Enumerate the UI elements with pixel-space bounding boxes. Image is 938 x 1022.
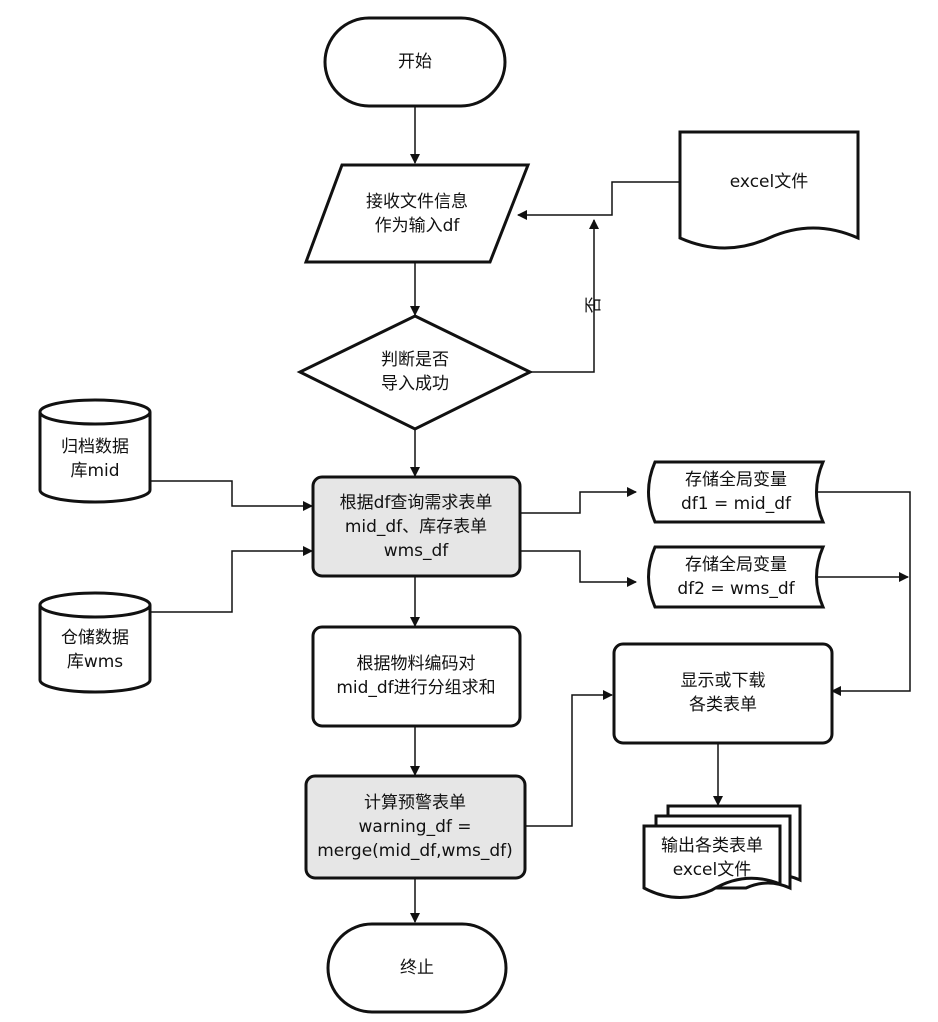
no-label: 否 bbox=[584, 297, 604, 314]
connectors bbox=[150, 106, 911, 923]
node-start-text-line-1: 开始 bbox=[398, 52, 432, 72]
node-input-text: 接收文件信息作为输入df bbox=[366, 192, 468, 236]
node-input-text-line-2: 作为输入df bbox=[375, 216, 461, 236]
node-store1-text-line-1: 存储全局变量 bbox=[685, 470, 787, 490]
node-excel-text: excel文件 bbox=[730, 172, 808, 192]
node-start: 开始 bbox=[323, 16, 507, 108]
arrow-query-to-store1 bbox=[520, 487, 637, 514]
node-group-text-line-2: mid_df进行分组求和 bbox=[336, 678, 495, 698]
node-group: 根据物料编码对 mid_df进行分组求和 bbox=[311, 625, 522, 728]
arrow-excel-to-input bbox=[517, 181, 680, 220]
node-end-text-line-1: 终止 bbox=[400, 958, 434, 978]
node-store1-text: 存储全局变量 df1 = mid_df bbox=[681, 470, 792, 514]
arrow-store1-to-display bbox=[815, 491, 911, 696]
node-db-mid: 归档数据库mid bbox=[38, 398, 152, 504]
node-input: 接收文件信息作为输入df bbox=[303, 163, 531, 264]
node-excel: excel文件 bbox=[678, 130, 860, 250]
node-end-text: 终止 bbox=[400, 958, 434, 978]
node-decision-text-line-2: 导入成功 bbox=[381, 374, 449, 394]
node-query-text-line-1: 根据df查询需求表单 bbox=[340, 493, 493, 513]
node-store2: 存储全局变量 df2 = wms_df bbox=[647, 545, 826, 609]
node-decision-text-line-1: 判断是否 bbox=[381, 350, 449, 370]
node-store2-text-line-1: 存储全局变量 bbox=[685, 555, 787, 575]
node-db-mid-text-line-1: 归档数据 bbox=[61, 437, 129, 457]
node-query-text-line-2: mid_df、库存表单 bbox=[345, 517, 487, 537]
node-output-text-line-1: 输出各类表单 bbox=[661, 836, 763, 856]
node-group-text-line-1: 根据物料编码对 bbox=[357, 654, 476, 674]
node-start-text: 开始 bbox=[398, 52, 432, 72]
node-store1: 存储全局变量 df1 = mid_df bbox=[647, 460, 826, 524]
node-warning-text-line-2: warning_df = bbox=[359, 817, 472, 837]
node-warning-text: 计算预警表单 warning_df = merge(mid_df,wms_df) bbox=[317, 793, 513, 861]
node-query: 根据df查询需求表单 mid_df、库存表单 wms_df bbox=[311, 475, 522, 578]
node-store2-text-line-2: df2 = wms_df bbox=[677, 579, 795, 599]
node-end: 终止 bbox=[326, 922, 508, 1014]
node-db-mid-text-line-2: 库mid bbox=[70, 461, 119, 481]
node-store2-text: 存储全局变量 df2 = wms_df bbox=[677, 555, 795, 599]
node-display: 显示或下载各类表单 bbox=[612, 642, 834, 745]
node-excel-text-line-1: excel文件 bbox=[730, 172, 808, 192]
node-output: 输出各类表单 excel文件 bbox=[642, 804, 802, 900]
node-decision-text: 判断是否导入成功 bbox=[381, 350, 449, 394]
arrow-warning-to-display bbox=[525, 690, 613, 827]
node-group-text: 根据物料编码对 mid_df进行分组求和 bbox=[336, 654, 495, 698]
node-db-wms: 仓储数据库wms bbox=[38, 591, 152, 694]
node-db-wms-text-line-1: 仓储数据 bbox=[61, 628, 129, 648]
node-display-text-line-1: 显示或下载 bbox=[681, 671, 766, 691]
node-store1-text-line-2: df1 = mid_df bbox=[681, 494, 792, 514]
node-warning-text-line-1: 计算预警表单 bbox=[364, 793, 466, 813]
node-warning-text-line-3: merge(mid_df,wms_df) bbox=[317, 841, 513, 861]
node-db-wms-text-line-2: 库wms bbox=[67, 652, 123, 672]
node-db-wms-text: 仓储数据库wms bbox=[61, 628, 129, 672]
node-warning: 计算预警表单 warning_df = merge(mid_df,wms_df) bbox=[304, 774, 527, 880]
arrow-dbmid-to-query bbox=[150, 480, 313, 511]
node-display-text: 显示或下载各类表单 bbox=[681, 671, 766, 715]
node-query-text-line-3: wms_df bbox=[384, 541, 450, 561]
node-decision: 判断是否导入成功 bbox=[296, 314, 534, 431]
node-query-text: 根据df查询需求表单 mid_df、库存表单 wms_df bbox=[340, 493, 493, 561]
node-input-text-line-1: 接收文件信息 bbox=[366, 192, 468, 212]
node-output-text: 输出各类表单 excel文件 bbox=[661, 836, 763, 880]
node-db-mid-text: 归档数据库mid bbox=[61, 437, 129, 481]
node-output-text-line-2: excel文件 bbox=[673, 860, 751, 880]
arrow-query-to-store2 bbox=[520, 550, 637, 587]
arrow-dbwms-to-query bbox=[150, 546, 313, 613]
node-display-text-line-2: 各类表单 bbox=[689, 695, 757, 715]
arrow-decision-no-loop bbox=[530, 219, 599, 373]
